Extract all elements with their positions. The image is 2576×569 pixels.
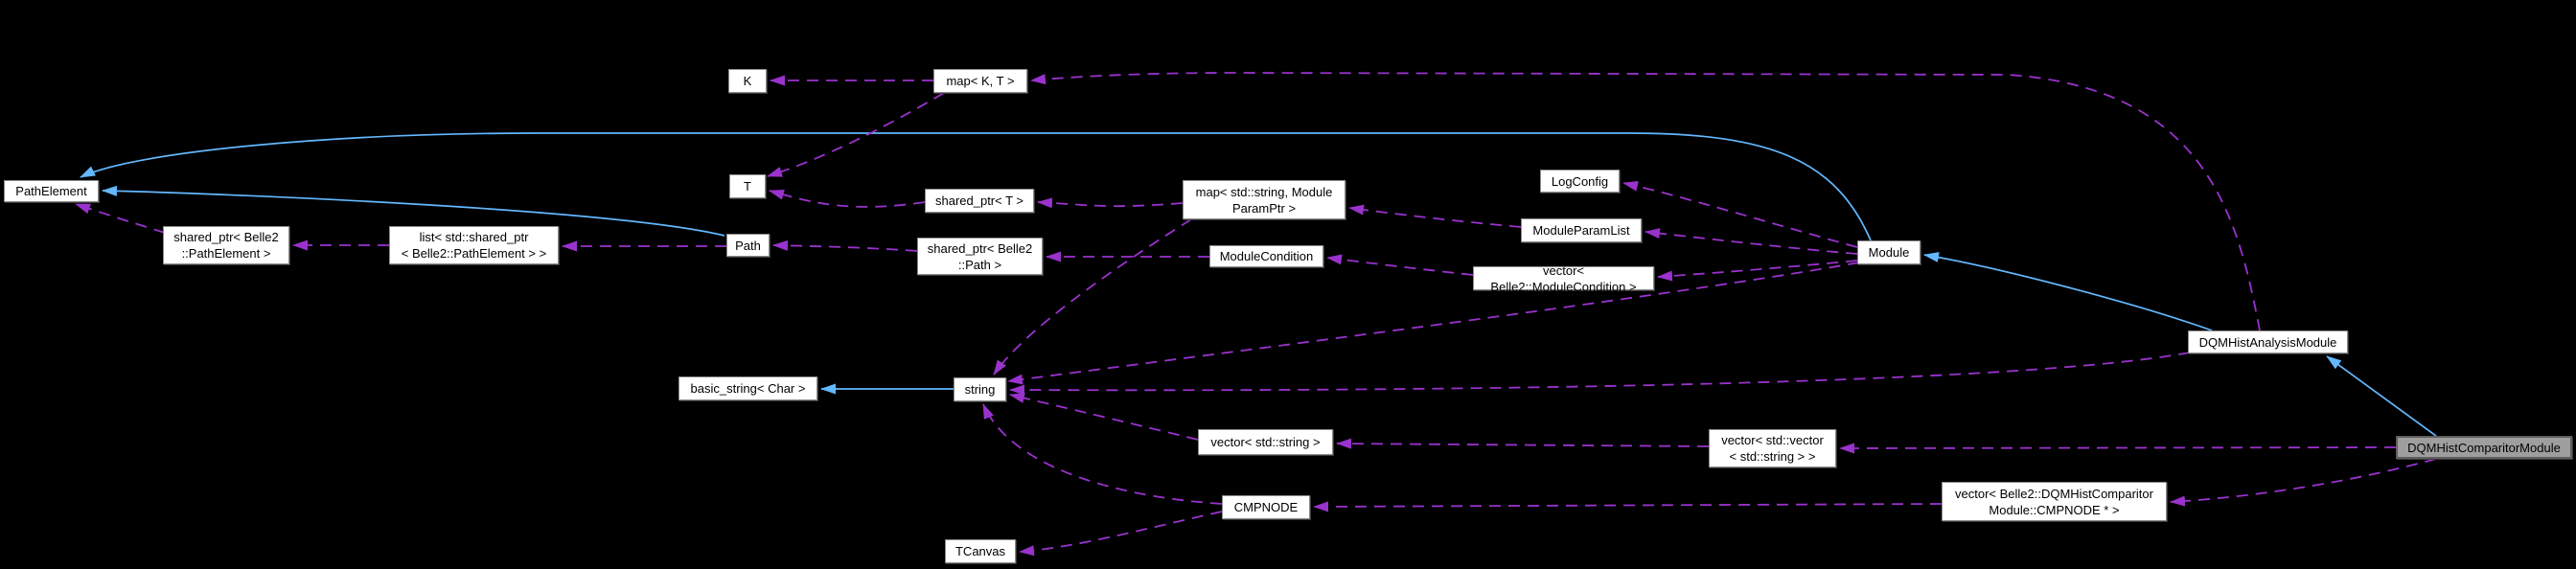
edge-module-to-logconfig	[1622, 180, 1858, 248]
node-map-k-t[interactable]: map< K, T >	[933, 69, 1027, 93]
edge-module-to-string	[1007, 262, 1860, 385]
node-vector-std-string[interactable]: vector< std::string >	[1198, 429, 1333, 455]
node-map-string-moduleparamptr[interactable]: map< std::string, Module ParamPtr >	[1183, 180, 1346, 219]
node-dqmhistanalysismodule[interactable]: DQMHistAnalysisModule	[2188, 330, 2348, 353]
edge-shared-ptr-pathelement-to-pathelement	[75, 203, 166, 234]
edge-map-string-moduleparamptr-to-shared-ptr-t	[1037, 197, 1184, 209]
edge-module-to-moduleparamlist	[1644, 228, 1858, 255]
edge-path-to-pathelement	[102, 185, 725, 237]
node-vector-vector-string[interactable]: vector< std::vector < std::string > >	[1709, 429, 1836, 467]
node-modulecondition[interactable]: ModuleCondition	[1209, 245, 1323, 267]
edge-cmpnode-to-tcanvas	[1019, 511, 1223, 557]
edge-cmpnode-to-string	[982, 403, 1223, 505]
edge-map-k-t-to-t	[767, 92, 945, 177]
node-k[interactable]: K	[728, 69, 767, 93]
node-cmpnode[interactable]: CMPNODE	[1222, 495, 1310, 519]
edge-vector-modulecondition-to-modulecondition	[1326, 254, 1474, 276]
node-shared-ptr-pathelement[interactable]: shared_ptr< Belle2 ::PathElement >	[163, 226, 289, 264]
edge-module-to-pathelement	[80, 132, 1872, 241]
edge-module-to-vector-modulecondition	[1657, 260, 1858, 282]
edge-moduleparamlist-to-map-string-moduleparamptr	[1348, 204, 1522, 228]
node-path[interactable]: Path	[726, 234, 770, 257]
node-pathelement[interactable]: PathElement	[4, 180, 99, 202]
node-module[interactable]: Module	[1857, 240, 1920, 264]
node-shared-ptr-path[interactable]: shared_ptr< Belle2 ::Path >	[917, 238, 1043, 275]
node-string[interactable]: string	[954, 377, 1006, 401]
node-tcanvas[interactable]: TCanvas	[945, 539, 1016, 563]
edge-shared-ptr-t-to-t	[769, 190, 926, 208]
node-t[interactable]: T	[729, 174, 766, 198]
node-vector-modulecondition[interactable]: vector< Belle2::ModuleCondition >	[1473, 263, 1654, 294]
node-logconfig[interactable]: LogConfig	[1540, 170, 1620, 193]
edge-vector-std-string-to-string	[1009, 393, 1199, 441]
edge-dqmhistanalysismodule-to-string	[1009, 352, 2191, 396]
edge-dqmhistcomparitormodule-to-vector-vector-string	[1839, 443, 2397, 454]
node-basic-string-char[interactable]: basic_string< Char >	[678, 376, 817, 400]
edge-dqmhistanalysismodule-to-map-k-t	[1030, 72, 2261, 331]
node-vector-cmpnode-ptr[interactable]: vector< Belle2::DQMHistComparitor Module…	[1942, 482, 2167, 521]
node-shared-ptr-t[interactable]: shared_ptr< T >	[925, 189, 1034, 213]
edge-map-string-moduleparamptr-to-string	[993, 218, 1192, 376]
edge-vector-vector-string-to-vector-std-string	[1336, 438, 1710, 449]
edge-shared-ptr-path-to-path	[772, 239, 918, 252]
node-list-shared-ptr-pathelement[interactable]: list< std::shared_ptr < Belle2::PathElem…	[389, 226, 559, 264]
node-moduleparamlist[interactable]: ModuleParamList	[1521, 218, 1642, 242]
edge-dqmhistanalysismodule-to-module	[1923, 252, 2213, 331]
edge-dqmhistcomparitormodule-to-vector-cmpnode-ptr	[2170, 458, 2437, 507]
node-dqmhistcomparitormodule[interactable]: DQMHistComparitorModule	[2396, 436, 2572, 459]
edge-vector-cmpnode-ptr-to-cmpnode	[1313, 501, 1943, 512]
edge-dqmhistcomparitormodule-to-dqmhistanalysismodule	[2326, 355, 2437, 437]
